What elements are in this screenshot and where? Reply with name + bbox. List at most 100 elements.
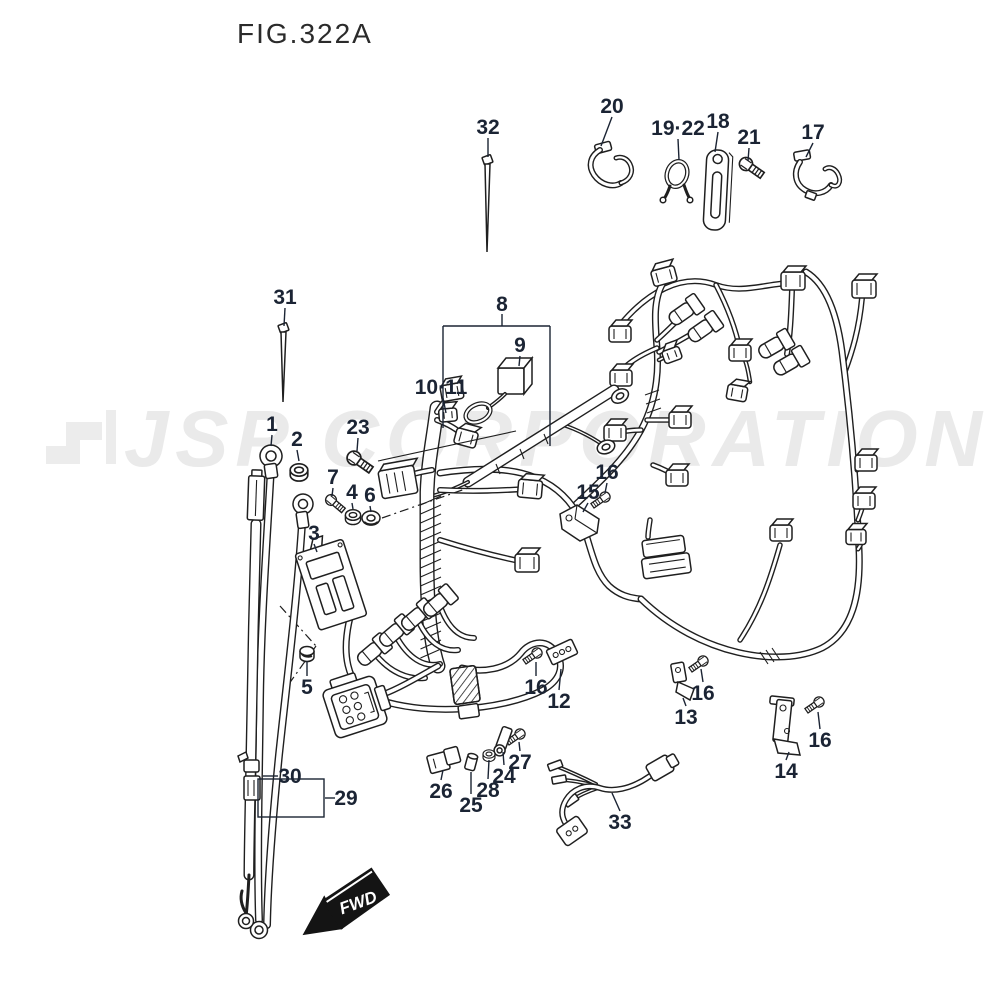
leader-line xyxy=(440,769,444,781)
group-bracket-8 xyxy=(442,325,551,446)
connector xyxy=(851,273,879,299)
fwd-arrow: FWD xyxy=(302,867,391,936)
bolt xyxy=(324,493,347,514)
plug-connector xyxy=(422,583,459,617)
connector xyxy=(665,463,691,487)
leader-line xyxy=(331,487,334,497)
leader-line xyxy=(817,711,821,730)
part-label-3: 3 xyxy=(308,522,320,545)
leader-line xyxy=(356,437,359,452)
connector xyxy=(780,265,808,291)
plug-connector xyxy=(758,327,796,359)
leader-line xyxy=(313,543,318,553)
leader-line xyxy=(442,397,447,414)
ring-terminal xyxy=(237,912,255,930)
leader-line xyxy=(502,751,505,766)
leader-line xyxy=(600,116,613,147)
sleeve-25 xyxy=(464,752,479,772)
part-label-9: 9 xyxy=(514,334,526,357)
connector xyxy=(845,522,869,546)
bolt xyxy=(688,655,709,673)
rail-ring xyxy=(596,439,616,455)
connector xyxy=(854,448,880,472)
bolt xyxy=(738,156,766,180)
part-label-10·11: 10·11 xyxy=(415,376,468,399)
part-label-27: 27 xyxy=(508,751,531,774)
six-pin-connector xyxy=(322,672,392,739)
part-label-28: 28 xyxy=(476,779,500,802)
part-label-5: 5 xyxy=(301,676,313,699)
part-label-23: 23 xyxy=(346,416,369,439)
ring-terminal xyxy=(292,493,314,515)
leader-line xyxy=(369,505,372,513)
connector xyxy=(609,363,635,387)
leader-line xyxy=(785,751,790,761)
bracket-14 xyxy=(769,695,801,756)
watermark-logo xyxy=(46,422,102,464)
part-label-18: 18 xyxy=(706,110,730,133)
elbow-connector-26 xyxy=(426,745,462,775)
fuse-connector xyxy=(237,750,261,801)
part-label-4: 4 xyxy=(346,481,358,504)
part-label-14: 14 xyxy=(774,760,798,783)
part-label-30: 30 xyxy=(278,765,301,788)
connector xyxy=(603,418,629,442)
leader-line xyxy=(582,502,589,513)
cable-tie-31 xyxy=(277,322,290,403)
part-label-12: 12 xyxy=(547,690,570,713)
part-label-25: 25 xyxy=(459,794,483,817)
leader-line xyxy=(518,355,521,367)
leader-line xyxy=(700,668,704,683)
connector xyxy=(728,338,754,362)
part-label-16: 16 xyxy=(524,676,547,699)
plug-connector xyxy=(687,309,725,343)
taped-connector xyxy=(449,665,481,720)
leader-line xyxy=(611,792,621,812)
leader-line xyxy=(682,697,687,707)
part-label-15: 15 xyxy=(576,481,600,504)
part-label-16: 16 xyxy=(808,729,831,752)
ring-terminal xyxy=(259,444,283,468)
part-label-19·22: 19·22 xyxy=(651,117,705,140)
connector xyxy=(852,486,878,510)
connector xyxy=(514,547,542,573)
bolt xyxy=(522,647,543,665)
leader-line xyxy=(296,449,300,462)
terminal-24 xyxy=(493,725,513,757)
part-label-20: 20 xyxy=(600,95,623,118)
part-label-16: 16 xyxy=(691,682,714,705)
leader-line xyxy=(747,147,750,162)
part-label-24: 24 xyxy=(492,765,516,788)
part-label-8: 8 xyxy=(496,293,508,316)
leader-line xyxy=(604,482,608,494)
ring-terminal xyxy=(249,920,269,940)
bolt xyxy=(590,491,611,509)
bolt xyxy=(346,450,375,475)
grommet-6 xyxy=(361,510,381,526)
connector xyxy=(439,375,465,403)
part-label-16: 16 xyxy=(595,461,618,484)
subharness-33 xyxy=(546,753,680,847)
bolt xyxy=(804,696,825,714)
part-label-26: 26 xyxy=(429,780,452,803)
bracket-15 xyxy=(559,504,600,542)
leader-line xyxy=(487,759,490,780)
connector xyxy=(650,257,678,287)
part-label-6: 6 xyxy=(364,484,376,507)
leader-line xyxy=(714,131,719,153)
leader-line xyxy=(351,502,354,510)
harness-artwork: FWD xyxy=(237,140,880,940)
connector xyxy=(769,518,795,542)
leader-line xyxy=(518,741,521,752)
relay-stack xyxy=(640,534,692,580)
nut xyxy=(344,508,362,526)
bracket-3 xyxy=(294,534,368,631)
cap-5 xyxy=(299,645,315,663)
relay-9 xyxy=(463,355,534,425)
leader-line xyxy=(283,307,286,327)
connector xyxy=(668,405,694,429)
part-label-1: 1 xyxy=(266,413,278,436)
part-label-13: 13 xyxy=(674,706,697,729)
